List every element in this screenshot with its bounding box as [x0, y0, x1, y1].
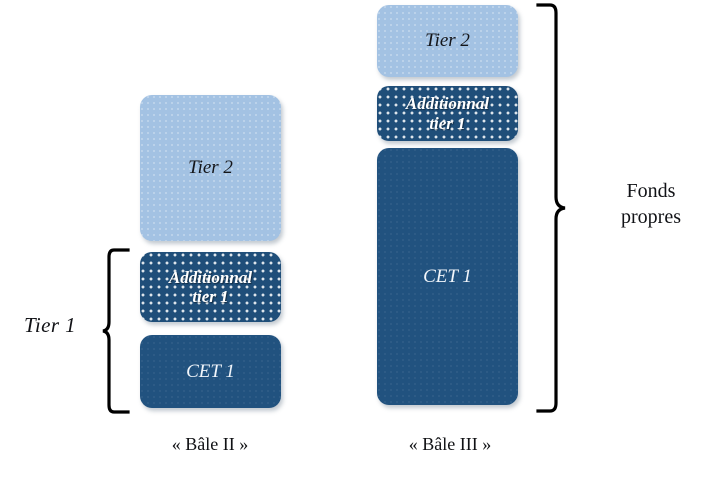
- caption-basel3: « Bâle III »: [408, 434, 492, 454]
- block-label-basel3-cet1: CET 1: [423, 265, 472, 287]
- block-label-basel3-additional-tier1: Additionnal tier 1: [405, 94, 490, 133]
- block-label-basel2-cet1: CET 1: [186, 360, 235, 382]
- tier1-brace-icon: [100, 246, 132, 416]
- fonds-propres-brace-icon: [534, 1, 568, 415]
- block-basel3-tier2: Tier 2: [377, 5, 518, 77]
- block-label-basel3-tier2: Tier 2: [425, 30, 470, 52]
- fonds-propres-label: Fonds propres: [621, 180, 681, 228]
- block-basel2-tier2: Tier 2: [140, 95, 281, 241]
- tier1-label: Tier 1: [24, 313, 76, 337]
- block-basel2-additional-tier1: Additionnal tier 1: [140, 252, 281, 322]
- block-basel2-cet1: CET 1: [140, 335, 281, 408]
- block-label-basel2-tier2: Tier 2: [188, 157, 233, 179]
- block-basel3-additional-tier1: Additionnal tier 1: [377, 86, 518, 141]
- caption-basel2: « Bâle II »: [171, 434, 249, 454]
- block-label-basel2-additional-tier1: Additionnal tier 1: [168, 267, 253, 306]
- block-basel3-cet1: CET 1: [377, 148, 518, 405]
